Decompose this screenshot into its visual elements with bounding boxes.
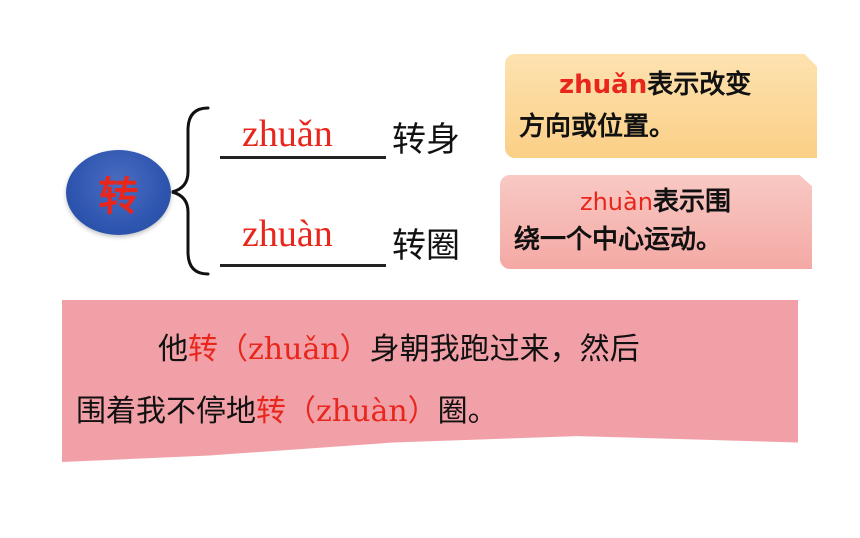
- brace-icon: [171, 106, 210, 276]
- sentence-1-pinyin: （zhuǎn）: [218, 332, 370, 367]
- sentence-1-start: 他: [158, 332, 188, 367]
- branch-2-word: 转圈: [392, 226, 460, 266]
- note-1-line2: 方向或位置。: [519, 112, 676, 142]
- branch-1-pinyin: zhuǎn: [242, 113, 333, 155]
- note-card-zhuan3: zhuǎn表示改变 方向或位置。: [505, 54, 817, 158]
- sentence-2-start: 围着我不停地: [76, 394, 256, 429]
- sentence-2-char: 转: [256, 394, 286, 429]
- sentence-1-char: 转: [188, 332, 218, 367]
- note-2-line2: 绕一个中心运动。: [514, 225, 723, 255]
- branch-2-blank: [220, 264, 386, 267]
- note-1-pinyin: zhuǎn: [559, 70, 648, 100]
- sentence-line-1: 他转（zhuǎn）身朝我跑过来，然后: [158, 330, 640, 370]
- note-1-line1: 表示改变: [647, 70, 752, 100]
- sentence-1-rest: 身朝我跑过来，然后: [369, 332, 640, 367]
- sentence-line-2: 围着我不停地转（zhuàn）圈。: [76, 392, 498, 432]
- sentence-2-rest: 圈。: [437, 394, 498, 429]
- note-card-zhuan4: zhuàn表示围 绕一个中心运动。: [500, 175, 812, 269]
- sentence-2-pinyin: （zhuàn）: [286, 394, 438, 429]
- branch-1-word: 转身: [392, 120, 460, 160]
- center-character: 转: [98, 172, 139, 220]
- center-character-circle: 转: [66, 150, 171, 235]
- example-sentence-banner: [62, 300, 798, 462]
- note-2-pinyin: zhuàn: [580, 188, 653, 216]
- branch-1-blank: [220, 156, 386, 159]
- branch-2-pinyin: zhuàn: [242, 213, 333, 255]
- note-2-line1: 表示围: [652, 187, 731, 217]
